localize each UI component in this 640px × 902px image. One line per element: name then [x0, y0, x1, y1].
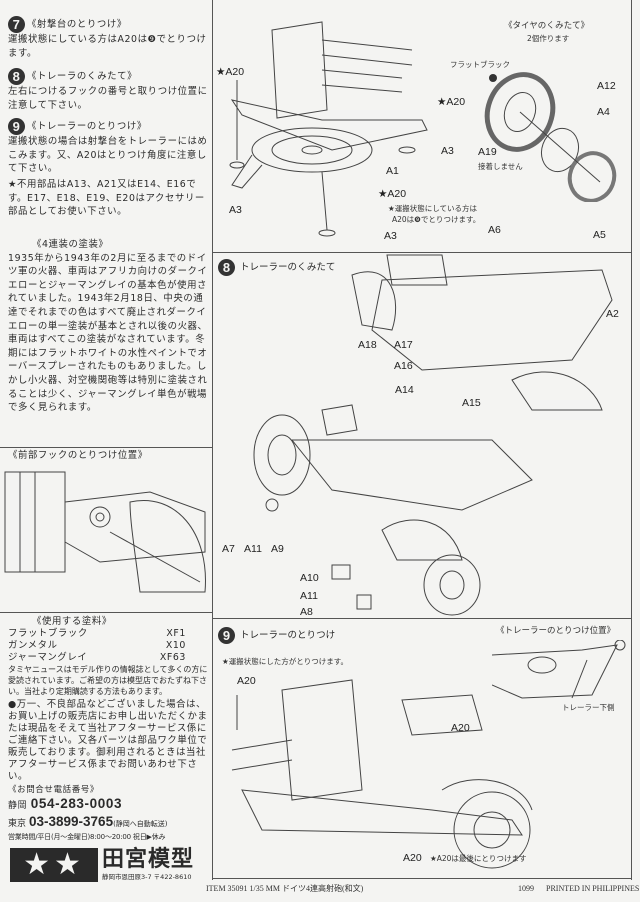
printed-in: PRINTED IN PHILIPPINES — [546, 884, 640, 893]
part-label: A18 — [358, 339, 377, 351]
divider-left-hook — [0, 447, 212, 448]
divider-step8-9 — [212, 618, 632, 619]
part-label: A5 — [593, 229, 606, 241]
part-label: ★A20 — [437, 96, 466, 108]
step9-note: ★運搬状態にした方がとりつけます。 — [222, 657, 349, 666]
part-label: A3 — [229, 204, 242, 216]
item-info: ITEM 35091 1/35 MM ドイツ4連高射砲(和文) — [206, 884, 364, 893]
instruction-step-7: 7《射撃台のとりつけ》 運搬状態にしている方はA20は❾でとりつけます。 — [8, 16, 207, 59]
part-label: A16 — [394, 360, 413, 372]
painting-section: 《4連装の塗装》 1935年から1943年の2月に至るまでのドイツ軍の火器、車両… — [8, 238, 208, 415]
part-label: A3 — [384, 230, 397, 242]
print-code: 1099 — [518, 884, 534, 893]
trailer-underside-inset — [492, 640, 626, 699]
painting-title: 《4連装の塗装》 — [32, 239, 109, 250]
tire-paint-label: フラットブラック — [450, 60, 510, 69]
star-logo-icon: ★★ — [10, 848, 98, 882]
tire-title: 《タイヤのくみたて》 — [504, 21, 590, 31]
part-label: A4 — [597, 106, 610, 118]
step-number: 8 — [8, 68, 25, 85]
business-hours: 営業時間/平日(月〜金曜日)8:00〜20:00 祝日▶休み — [8, 833, 166, 841]
tamiya-logo: ★★ 田宮模型 静岡市恩田原3-7 〒422-8610 — [10, 848, 206, 882]
part-label: A6 — [488, 224, 501, 236]
tire-subtitle: 2個作ります — [527, 34, 570, 43]
step-number: 9 — [8, 118, 25, 135]
part-label: A17 — [394, 339, 413, 351]
divider-left-paints — [0, 612, 212, 613]
part-label: A14 — [395, 384, 414, 396]
part-label: A1 — [386, 165, 399, 177]
address: 静岡市恩田原3-7 〒422-8610 — [102, 873, 192, 881]
divider-step7-8 — [212, 252, 632, 253]
part-label: A9 — [271, 543, 284, 555]
right-border — [631, 0, 632, 880]
part-label: ★A20 — [378, 188, 407, 200]
part-label: A2 — [606, 308, 619, 320]
part-label: A11 — [244, 543, 262, 555]
part-label: A12 — [597, 80, 616, 92]
part-label: A7 — [222, 543, 235, 555]
part-label: A20 — [451, 722, 470, 734]
transport-note: A20は❾でとりつけます。 — [392, 215, 481, 224]
part-label: A19 — [478, 146, 497, 158]
brand-name: 田宮模型 — [102, 847, 195, 872]
defect-note: ●万一、不良部品などございました場合は、お買い上げの販売店にお申し出いただくかま… — [8, 699, 208, 782]
hook-title: 《前部フックのとりつけ位置》 — [8, 450, 148, 461]
inset-caption: トレーラー下側 — [562, 703, 615, 712]
final-note: ★A20は最後にとりつけます — [430, 854, 527, 863]
step9-header: 9 トレーラーのとりつけ — [218, 627, 335, 644]
column-divider — [212, 0, 213, 880]
part-label: ★A20 — [216, 66, 245, 78]
tire-assembly-diagram — [484, 72, 617, 202]
news-note: タミヤニュースはモデル作りの情報誌として多くの方に愛読されています。ご希望の方は… — [8, 665, 208, 696]
part-label: A3 — [441, 145, 454, 157]
bottom-border — [212, 878, 632, 879]
step-number: 7 — [8, 16, 25, 33]
phone-shizuoka: 静岡 054-283-0003 — [8, 796, 123, 811]
front-hook-diagram — [4, 471, 206, 593]
phone-tokyo: 東京 03-3899-3765(静岡へ自動転送) — [8, 814, 168, 829]
instruction-step-8: 8《トレーラのくみたて》 左右につけるフックの番号と取りつけ位置に注意して下さい… — [8, 68, 208, 111]
part-label: A20 — [403, 852, 422, 864]
step8-header: 8 トレーラーのくみたて — [218, 259, 335, 276]
part-label: A11 — [300, 590, 318, 602]
contact-title: 《お問合せ電話番号》 — [8, 785, 100, 795]
part-label: A8 — [300, 606, 313, 618]
inset-title: 《トレーラーのとりつけ位置》 — [496, 626, 616, 636]
part-label: A20 — [237, 675, 256, 687]
part-label: A15 — [462, 397, 481, 409]
step8-trailer-diagram — [253, 254, 613, 616]
step7-gun-mount-diagram — [229, 21, 428, 237]
part-label: A10 — [300, 572, 319, 584]
step9-assembly-diagram — [231, 679, 533, 869]
painting-body: 1935年から1943年の2月に至るまでのドイツ軍の火器、車両はアフリカ向けのダ… — [8, 252, 208, 414]
no-glue-note: 接着しません — [478, 162, 523, 171]
unused-parts-note: ★不用部品はA13、A21又はE14、E16です。E17、E18、E19、E20… — [8, 179, 205, 218]
transport-note: ★運搬状態にしている方は — [388, 204, 477, 213]
instruction-step-9: 9《トレーラーのとりつけ》 運搬状態の場合は射撃台をトレーラーにはめこみます。又… — [8, 118, 208, 175]
